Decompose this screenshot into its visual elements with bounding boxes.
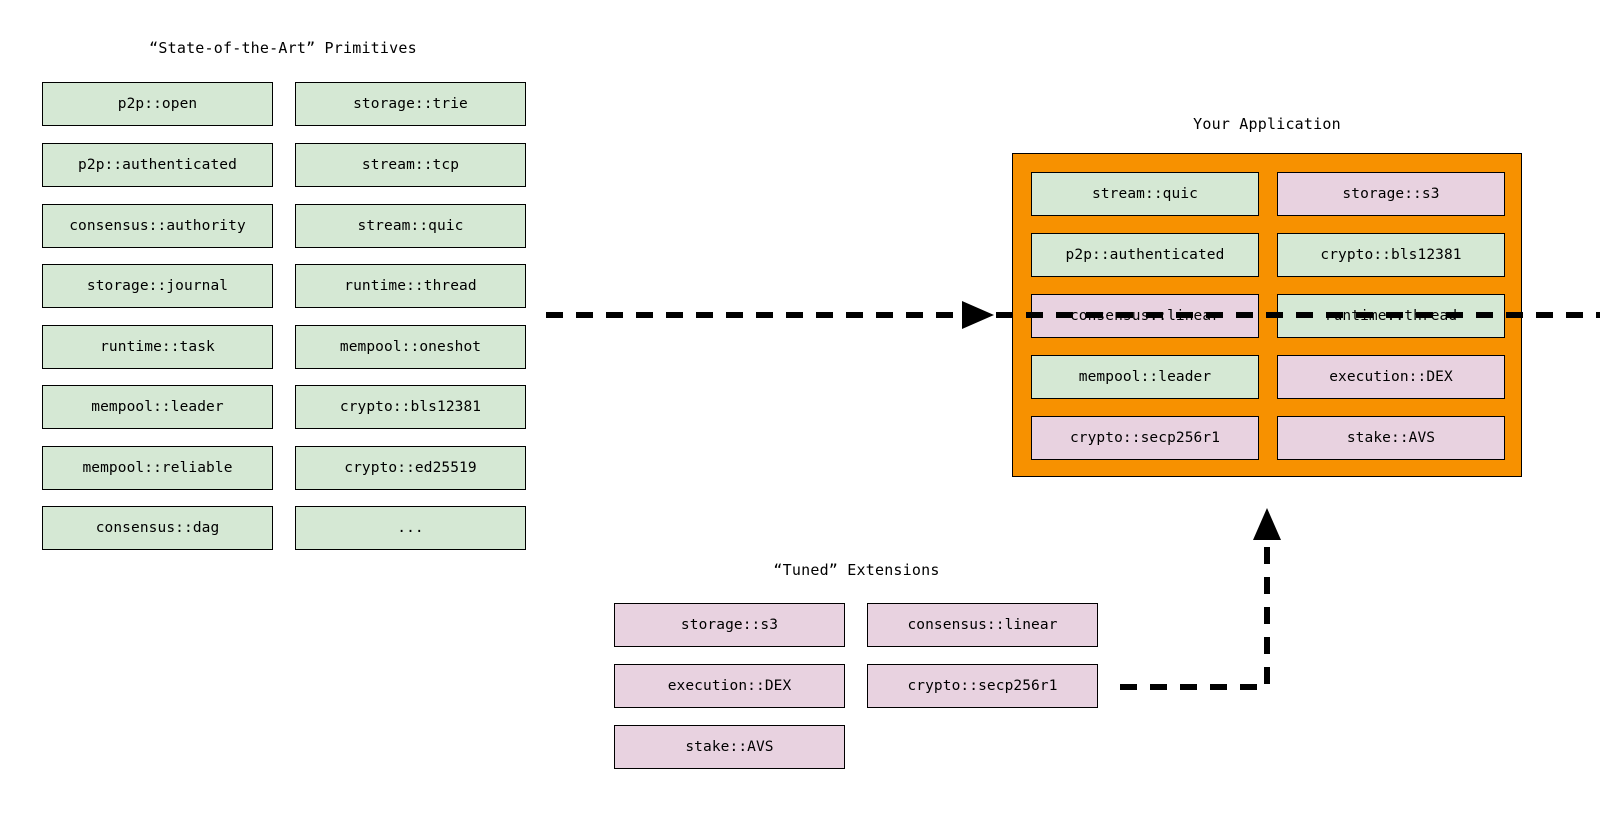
extensions-section-title: “Tuned” Extensions (773, 561, 940, 579)
primitive-box[interactable]: mempool::oneshot (295, 325, 526, 369)
primitive-box[interactable]: p2p::open (42, 82, 273, 126)
primitive-box[interactable]: ... (295, 506, 526, 550)
application-module-box[interactable]: mempool::leader (1031, 355, 1259, 399)
extension-box[interactable]: storage::s3 (614, 603, 845, 647)
primitive-box[interactable]: runtime::task (42, 325, 273, 369)
primitive-box[interactable]: p2p::authenticated (42, 143, 273, 187)
application-module-box[interactable]: consensus::linear (1031, 294, 1259, 338)
application-module-box[interactable]: crypto::secp256r1 (1031, 416, 1259, 460)
arrow-head-up (1253, 508, 1281, 540)
application-section-title: Your Application (1193, 115, 1341, 133)
primitive-box[interactable]: runtime::thread (295, 264, 526, 308)
application-module-box[interactable]: runtime::thread (1277, 294, 1505, 338)
extension-box[interactable]: stake::AVS (614, 725, 845, 769)
application-module-box[interactable]: crypto::bls12381 (1277, 233, 1505, 277)
application-module-box[interactable]: stream::quic (1031, 172, 1259, 216)
primitives-section-title: “State-of-the-Art” Primitives (149, 39, 417, 57)
arrow-head-right (962, 301, 994, 329)
extension-box[interactable]: consensus::linear (867, 603, 1098, 647)
primitive-box[interactable]: stream::quic (295, 204, 526, 248)
application-module-box[interactable]: stake::AVS (1277, 416, 1505, 460)
arrow-extensions-to-application (1120, 508, 1281, 690)
application-module-box[interactable]: execution::DEX (1277, 355, 1505, 399)
extension-box[interactable]: crypto::secp256r1 (867, 664, 1098, 708)
primitive-box[interactable]: storage::trie (295, 82, 526, 126)
primitive-box[interactable]: mempool::leader (42, 385, 273, 429)
application-module-box[interactable]: p2p::authenticated (1031, 233, 1259, 277)
application-module-box[interactable]: storage::s3 (1277, 172, 1505, 216)
primitive-box[interactable]: consensus::authority (42, 204, 273, 248)
primitive-box[interactable]: mempool::reliable (42, 446, 273, 490)
primitive-box[interactable]: crypto::bls12381 (295, 385, 526, 429)
extension-box[interactable]: execution::DEX (614, 664, 845, 708)
primitive-box[interactable]: stream::tcp (295, 143, 526, 187)
primitive-box[interactable]: consensus::dag (42, 506, 273, 550)
primitive-box[interactable]: crypto::ed25519 (295, 446, 526, 490)
primitive-box[interactable]: storage::journal (42, 264, 273, 308)
